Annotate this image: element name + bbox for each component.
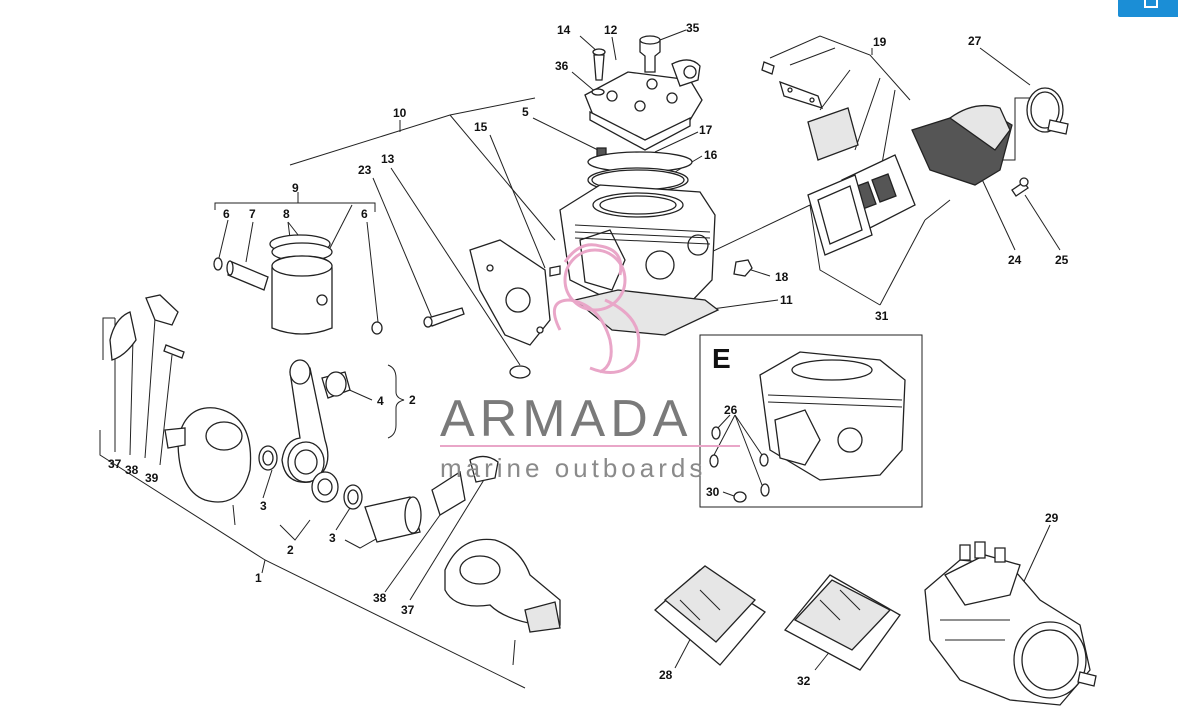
- callout-29: 29: [1045, 511, 1059, 525]
- hose-clamp: [1026, 87, 1069, 135]
- callout-8: 8: [283, 207, 290, 221]
- inset-o-rings: [709, 426, 770, 503]
- small-end-bearing: [321, 371, 351, 399]
- callout-25: 25: [1055, 253, 1069, 267]
- head-washer: [591, 88, 605, 96]
- leader-lines: [99, 29, 1061, 689]
- gasket-kit-28: [654, 565, 766, 666]
- callout-7: 7: [249, 207, 256, 221]
- callout-12: 12: [604, 23, 618, 37]
- callout-10: 10: [393, 106, 407, 120]
- piston: [271, 255, 333, 335]
- watermark: ARMADA marine outboards: [440, 243, 740, 483]
- callout-5: 5: [522, 105, 529, 119]
- gasket-kit-32: [783, 574, 901, 671]
- inset-panel-e: E: [699, 334, 923, 508]
- callout-1: 1: [255, 571, 262, 585]
- crank-washer-left: [258, 445, 278, 471]
- reed-gasket: [807, 174, 873, 256]
- cylinder-nut: [733, 259, 753, 277]
- callout-38: 38: [125, 463, 139, 477]
- crank-half-right: [444, 538, 561, 633]
- intake-manifold: [911, 104, 1013, 186]
- callout-37: 37: [401, 603, 415, 617]
- callout-30: 30: [706, 485, 720, 499]
- callout-16: 16: [704, 148, 718, 162]
- callout-23: 23: [358, 163, 372, 177]
- exhaust-o-ring: [509, 365, 531, 379]
- callout-4: 4: [377, 394, 384, 408]
- big-end-bearing: [311, 471, 339, 503]
- callout-2: 2: [409, 393, 416, 407]
- watermark-tagline: marine outboards: [440, 453, 706, 483]
- callout-11: 11: [780, 293, 793, 307]
- spark-plug: [639, 35, 661, 73]
- crank-cover-plate-left: [109, 294, 179, 361]
- callout-28: 28: [659, 668, 673, 682]
- callout-26: 26: [724, 403, 738, 417]
- callout-32: 32: [797, 674, 811, 688]
- exhaust-bolt: [423, 307, 465, 328]
- callout-38: 38: [373, 591, 387, 605]
- engine-assembly: [924, 541, 1097, 706]
- corner-download-button[interactable]: [1118, 0, 1178, 17]
- exhaust-stud: [549, 265, 561, 277]
- exhaust-flange: [469, 239, 551, 346]
- inset-cylinder: [759, 351, 906, 481]
- callout-6: 6: [361, 207, 368, 221]
- callout-14: 14: [557, 23, 571, 37]
- crank-washer-right: [343, 484, 363, 510]
- crank-cover-plate-right: [431, 455, 499, 516]
- piston-pin-clip-left: [213, 257, 223, 271]
- callout-36: 36: [555, 59, 569, 73]
- crank-pin: [364, 496, 422, 543]
- callout-3: 3: [329, 531, 336, 545]
- callout-15: 15: [474, 120, 488, 134]
- callout-24: 24: [1008, 253, 1022, 267]
- download-icon: [1144, 0, 1158, 8]
- callout-labels: 1 2 2 3 3 4 5 6 6 7 8 9 10 11 12 13 14 1…: [108, 21, 1069, 688]
- crank-half-left: [164, 407, 252, 503]
- callout-37: 37: [108, 457, 122, 471]
- intake-bolt: [1011, 177, 1029, 197]
- callout-2: 2: [287, 543, 294, 557]
- callout-19: 19: [873, 35, 887, 49]
- callout-3: 3: [260, 499, 267, 513]
- callout-9: 9: [292, 181, 299, 195]
- callout-18: 18: [775, 270, 789, 284]
- reed-screw: [761, 61, 775, 75]
- crank-bolt: [163, 344, 185, 359]
- callout-35: 35: [686, 21, 700, 35]
- head-bolt: [592, 48, 606, 81]
- inset-letter: E: [712, 343, 731, 374]
- watermark-brand: ARMADA: [440, 390, 692, 448]
- callout-39: 39: [145, 471, 159, 485]
- piston-pin: [226, 260, 269, 291]
- callout-6: 6: [223, 207, 230, 221]
- cylinder-head: [584, 59, 703, 151]
- callout-27: 27: [968, 34, 982, 48]
- watermark-logo-icon: [552, 243, 641, 374]
- callout-31: 31: [875, 309, 889, 323]
- connecting-rod: [281, 359, 329, 483]
- parts: [109, 35, 1069, 633]
- callout-13: 13: [381, 152, 395, 166]
- piston-pin-clip-right: [371, 321, 383, 335]
- reed-petal: [807, 107, 859, 161]
- reed-stopper: [779, 80, 824, 110]
- callout-17: 17: [699, 123, 713, 137]
